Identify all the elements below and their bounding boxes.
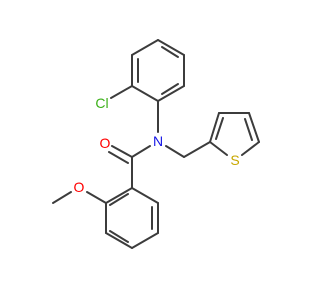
bond (52, 191, 72, 204)
bond (161, 83, 179, 95)
bond (131, 85, 159, 102)
bond (109, 230, 129, 243)
bond (248, 112, 260, 143)
bond (183, 141, 211, 158)
molecule-structure: Cl O N O S (52, 39, 260, 249)
bond (108, 151, 129, 164)
bond (241, 141, 260, 156)
nitrogen-atom: N (153, 133, 163, 149)
bond (131, 232, 159, 249)
bond (157, 85, 185, 102)
bond (215, 117, 224, 140)
bond (109, 193, 129, 206)
bond (86, 191, 107, 204)
bond (244, 118, 253, 141)
carbonyl-oxygen-atom: O (100, 135, 111, 151)
bond (105, 232, 133, 249)
bond (105, 187, 133, 204)
bond (157, 39, 185, 56)
chlorine-atom: Cl (95, 95, 108, 111)
methoxy-oxygen-atom: O (74, 179, 85, 195)
atom-labels: Cl O N O S (74, 95, 240, 195)
bond (165, 145, 185, 158)
bond (131, 145, 151, 158)
bond (161, 46, 179, 58)
bond (111, 145, 133, 158)
bond (209, 112, 220, 143)
bond (209, 141, 228, 156)
bond (131, 187, 159, 204)
bonds (52, 39, 260, 249)
sulfur-atom: S (230, 152, 239, 168)
bond (131, 39, 159, 56)
bond (110, 85, 133, 99)
